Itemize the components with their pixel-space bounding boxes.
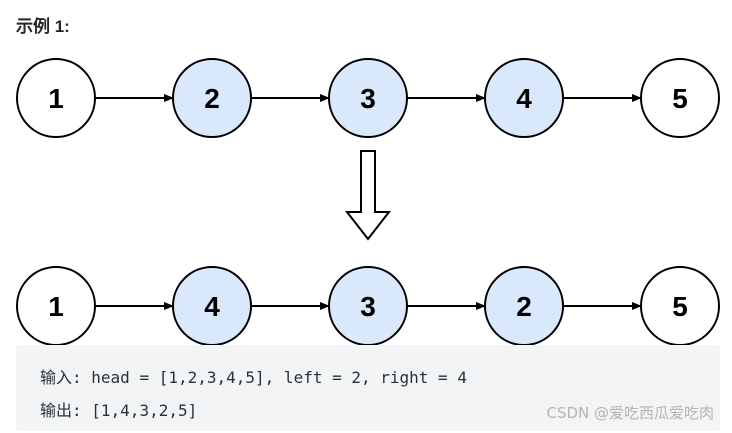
output-label: 输出: bbox=[40, 401, 82, 420]
top-node-label-4: 4 bbox=[516, 83, 532, 114]
bottom-node-label-2: 4 bbox=[204, 291, 220, 322]
top-node-circle-5 bbox=[640, 58, 720, 138]
top-node-label-2: 2 bbox=[204, 83, 220, 114]
reversed-list-row: 1 4 3 2 5 bbox=[16, 266, 720, 345]
input-label: 输入: bbox=[40, 368, 82, 387]
output-value: [1,4,3,2,5] bbox=[81, 401, 198, 420]
bottom-node-label-4: 2 bbox=[516, 291, 532, 322]
bottom-node-label-1: 1 bbox=[48, 291, 64, 322]
original-list-row: 1 2 3 4 5 bbox=[16, 58, 720, 138]
example-io-box: 输入: head = [1,2,3,4,5], left = 2, right … bbox=[16, 345, 720, 431]
input-line: 输入: head = [1,2,3,4,5], left = 2, right … bbox=[40, 364, 467, 388]
reverse-down-arrow bbox=[344, 150, 392, 241]
linked-list-diagram: 1 2 3 4 5 1 4 3 2 5 bbox=[16, 58, 720, 345]
watermark: CSDN @爱吃西瓜爱吃肉 bbox=[546, 404, 714, 422]
output-line: 输出: [1,4,3,2,5] bbox=[40, 397, 197, 421]
input-value: head = [1,2,3,4,5], left = 2, right = 4 bbox=[81, 368, 467, 387]
bottom-node-circle-5 bbox=[640, 266, 720, 345]
bottom-node-label-5: 5 bbox=[672, 291, 688, 322]
bottom-node-label-3: 3 bbox=[360, 291, 376, 322]
example-title: 示例 1: bbox=[16, 17, 70, 36]
top-node-label-5: 5 bbox=[672, 83, 688, 114]
top-node-label-3: 3 bbox=[360, 83, 376, 114]
top-node-label-1: 1 bbox=[48, 83, 64, 114]
